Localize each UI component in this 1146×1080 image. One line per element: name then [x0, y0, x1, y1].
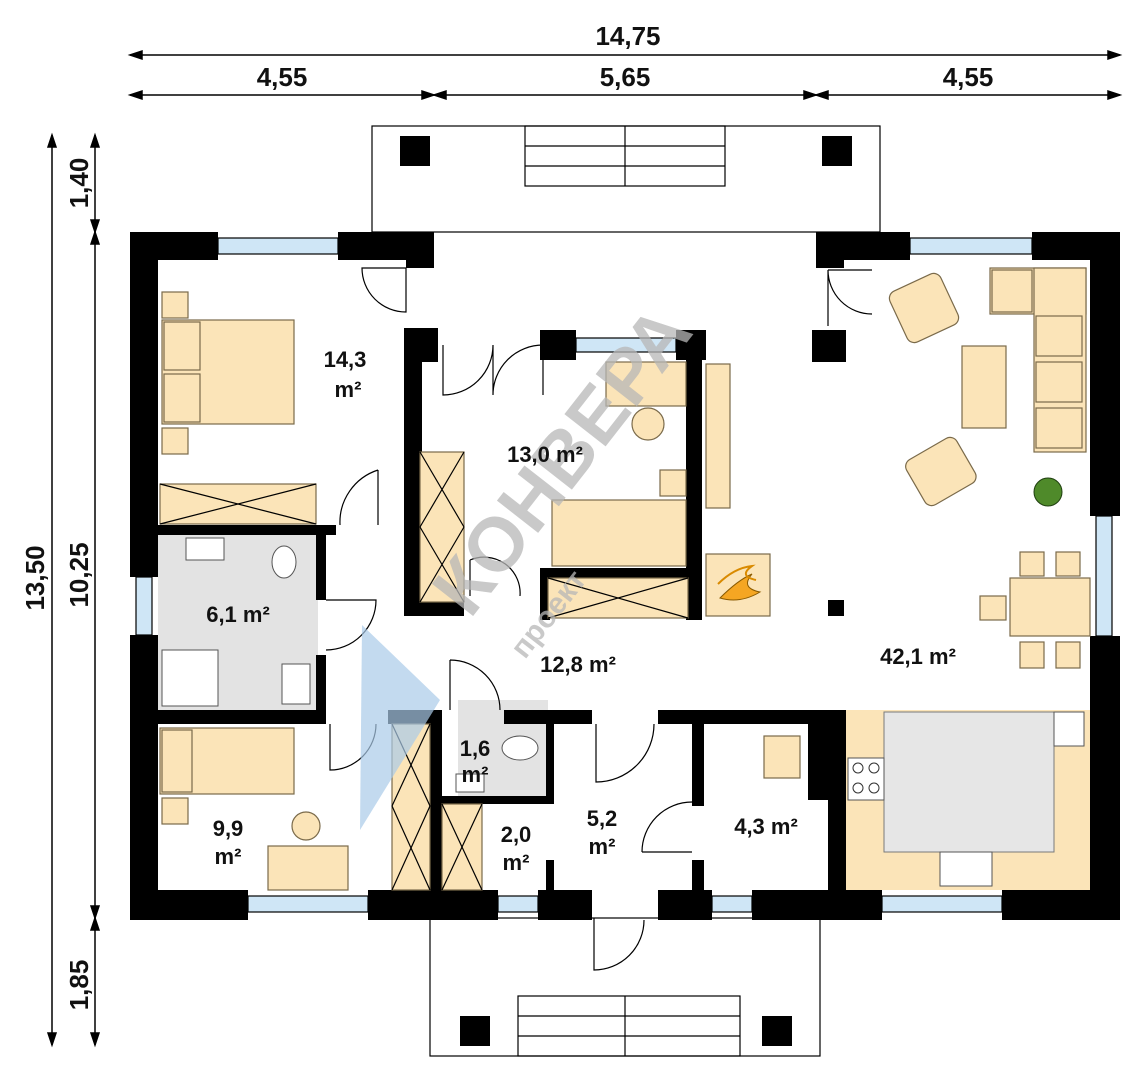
toilet	[271, 545, 297, 579]
window	[247, 895, 369, 913]
area-wc-unit: m²	[462, 762, 489, 787]
area-bedroom-small-unit: m²	[215, 844, 242, 869]
cooktop	[847, 757, 885, 801]
sink	[185, 537, 225, 561]
area-wc-value: 1,6	[460, 736, 491, 761]
dining-table	[1009, 577, 1091, 637]
area-bedroom-main-value: 14,3	[324, 347, 367, 372]
window	[575, 337, 677, 353]
walls	[130, 232, 1120, 920]
tv-stand	[705, 363, 731, 509]
boiler	[763, 735, 801, 779]
doors	[325, 267, 873, 971]
sofa-bed	[551, 499, 687, 567]
front-porch	[371, 125, 881, 233]
dimension-lines	[46, 49, 1123, 1048]
shower	[161, 649, 219, 707]
window	[135, 576, 153, 636]
dim-top-left: 4,55	[257, 62, 308, 92]
window	[1095, 515, 1113, 637]
toilet	[501, 735, 539, 761]
dim-left-total: 13,50	[20, 545, 50, 610]
area-closet-unit: m²	[503, 850, 530, 875]
plant	[1033, 477, 1063, 507]
area-closet-value: 2,0	[501, 822, 532, 847]
window	[909, 237, 1033, 255]
desk	[267, 845, 349, 891]
sink	[455, 773, 485, 793]
dim-top-middle: 5,65	[600, 62, 651, 92]
bookshelf	[419, 451, 465, 603]
furniture	[159, 267, 1091, 891]
dim-left-middle: 10,25	[64, 542, 94, 607]
chair	[631, 407, 665, 441]
kitchen-sink	[939, 851, 993, 887]
dim-top-right: 4,55	[943, 62, 994, 92]
fridge	[1053, 711, 1085, 747]
desk	[605, 361, 687, 407]
window	[711, 895, 753, 913]
window	[881, 895, 1003, 913]
back-porch	[429, 917, 821, 1057]
area-labels: 14,3 m² 13,0 m² 6,1 m² 12,8 m² 42,1 m² 1…	[206, 347, 956, 875]
window	[217, 237, 339, 255]
dim-left-bottom: 1,85	[64, 960, 94, 1011]
area-living: 42,1 m²	[880, 644, 956, 669]
window	[497, 895, 539, 913]
area-bedroom-small-value: 9,9	[213, 816, 244, 841]
area-hall: 12,8 m²	[540, 652, 616, 677]
dim-left-top: 1,40	[64, 158, 94, 209]
kitchen-island	[883, 711, 1055, 853]
area-vestibule-value: 5,2	[587, 806, 618, 831]
area-vestibule-unit: m²	[589, 834, 616, 859]
area-bedroom-main-unit: m²	[335, 377, 362, 402]
area-study: 13,0 m²	[507, 442, 583, 467]
coffee-table	[961, 345, 1007, 429]
area-bathroom: 6,1 m²	[206, 602, 270, 627]
armchair	[888, 272, 960, 344]
dim-top-total: 14,75	[595, 21, 660, 51]
area-boiler: 4,3 m²	[734, 814, 798, 839]
armchair	[905, 436, 977, 507]
